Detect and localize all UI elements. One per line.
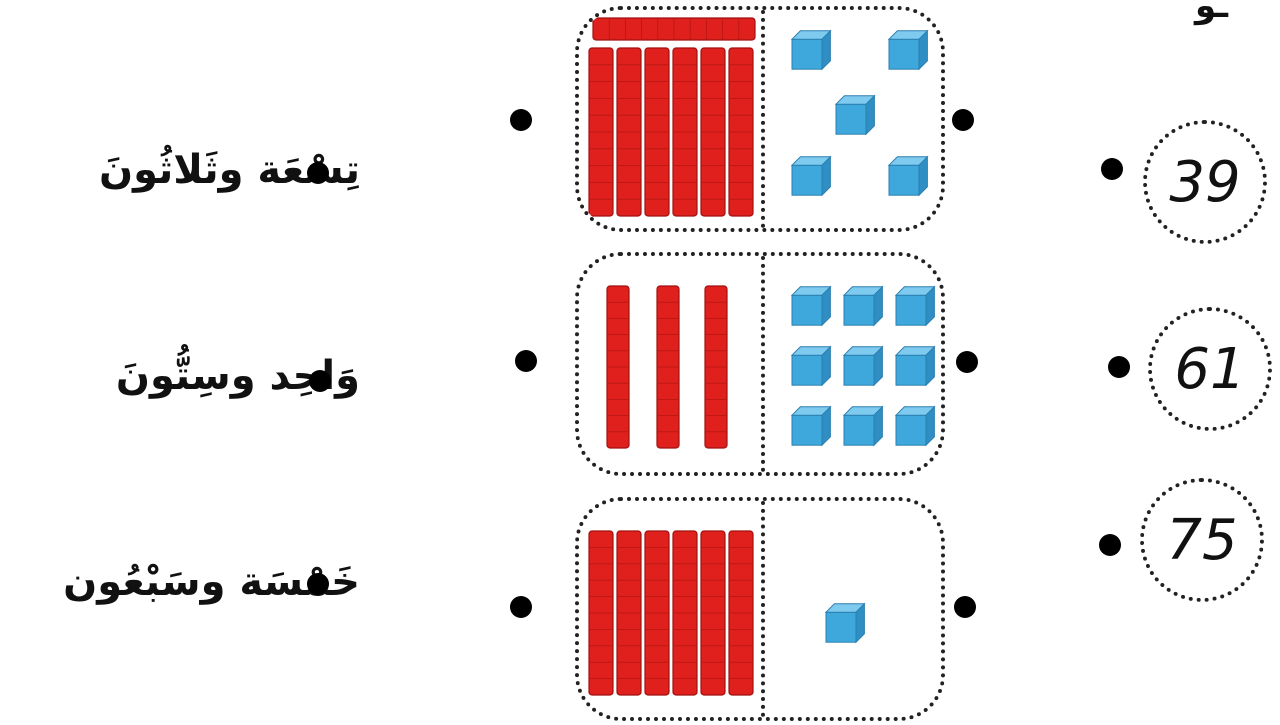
number-dot-1[interactable] (1101, 158, 1123, 180)
word-dot-2[interactable] (309, 370, 331, 392)
ones-cube (790, 29, 832, 71)
card-divider-2 (761, 256, 765, 472)
tens-rod (616, 47, 642, 217)
number-circle-3: 75 (1140, 478, 1264, 602)
ones-cube (790, 345, 832, 387)
tens-rod (700, 530, 726, 696)
tens-rod (700, 47, 726, 217)
blocks-card-3 (575, 497, 945, 721)
ones-cube (894, 405, 936, 447)
blocks-card-2 (575, 252, 945, 476)
tens-rod (616, 530, 642, 696)
tens-rod (588, 47, 614, 217)
ones-cube (842, 405, 884, 447)
tens-rod (588, 530, 614, 696)
tens-rod (728, 530, 754, 696)
tens-rod (656, 285, 680, 449)
tens-rod-horizontal (592, 17, 756, 41)
number-dot-2[interactable] (1108, 356, 1130, 378)
tens-rod (606, 285, 630, 449)
card-divider-3 (761, 501, 765, 717)
tens-rod (644, 530, 670, 696)
tens-rod (704, 285, 728, 449)
ones-cube (894, 345, 936, 387)
cropped-header-text: ـو (1195, 0, 1228, 26)
card-right-dot-1[interactable] (952, 109, 974, 131)
card-left-dot-2[interactable] (515, 350, 537, 372)
ones-cube (790, 285, 832, 327)
ones-cube (790, 155, 832, 197)
ones-cube (824, 602, 866, 644)
blocks-illustration-3 (588, 530, 866, 696)
card-left-dot-1[interactable] (510, 109, 532, 131)
word-dot-3[interactable] (307, 573, 329, 595)
tens-rod (728, 47, 754, 217)
ones-cube (887, 29, 929, 71)
word-dot-1[interactable] (307, 162, 329, 184)
ones-cube (842, 345, 884, 387)
card-divider-1 (761, 10, 765, 228)
tens-rod (672, 47, 698, 217)
card-right-dot-3[interactable] (954, 596, 976, 618)
ones-cube (834, 94, 876, 136)
card-left-dot-3[interactable] (510, 596, 532, 618)
ones-cube (887, 155, 929, 197)
tens-rod (672, 530, 698, 696)
number-value-3: 75 (1166, 507, 1238, 573)
tens-rod (644, 47, 670, 217)
ones-cube (894, 285, 936, 327)
number-circle-2: 61 (1148, 307, 1272, 431)
blocks-card-1 (575, 6, 945, 232)
blocks-illustration-2 (606, 285, 936, 449)
blocks-illustration-1 (588, 17, 929, 217)
number-value-2: 61 (1174, 336, 1246, 402)
ones-cube (790, 405, 832, 447)
number-value-1: 39 (1169, 149, 1241, 215)
number-dot-3[interactable] (1099, 534, 1121, 556)
number-circle-1: 39 (1143, 120, 1267, 244)
card-right-dot-2[interactable] (956, 351, 978, 373)
ones-cube (842, 285, 884, 327)
